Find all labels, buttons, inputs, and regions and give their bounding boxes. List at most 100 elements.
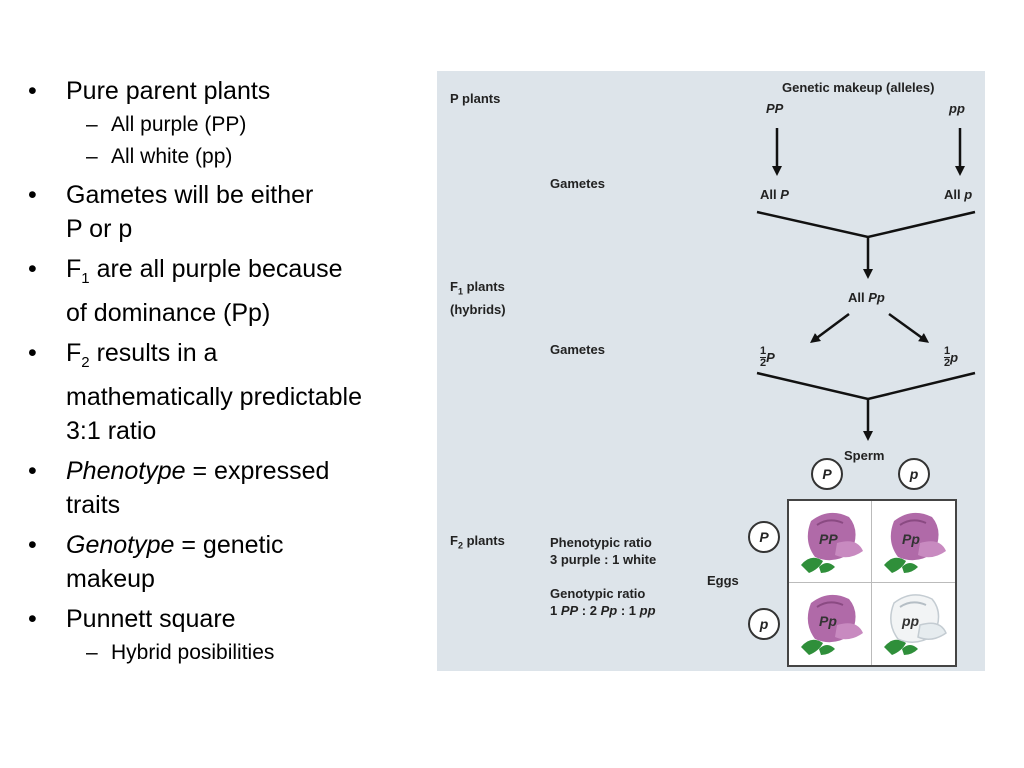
bullet-dot: •	[28, 181, 37, 209]
label-f1-plants: F1 plants (hybrids)	[450, 278, 506, 318]
bullet-text: P or p	[66, 215, 133, 243]
genotype-label: Pp	[819, 613, 837, 629]
bullet-dot: •	[28, 605, 37, 633]
numerator: 1	[760, 345, 767, 357]
purple-flower-icon	[801, 594, 863, 655]
punnett-cell-Pp-bottom: Pp	[789, 583, 871, 664]
bullet-text: traits	[66, 491, 121, 519]
subscript: 2	[457, 540, 463, 551]
punnett-cell-Pp-top: Pp	[872, 501, 954, 582]
merge-lines-p	[756, 210, 976, 239]
denominator: 2	[944, 357, 951, 369]
grid-divider-vertical	[871, 501, 872, 665]
allele: Pp	[600, 603, 618, 618]
diagram-arrows	[756, 128, 976, 441]
bullet-text: of dominance (Pp)	[66, 299, 271, 327]
purple-flower-icon	[884, 512, 946, 573]
subscript: 1	[457, 286, 463, 297]
bullet-phenotype: • Phenotype = expressed traits	[28, 454, 418, 522]
allele: Pp	[868, 290, 885, 305]
text: plants	[462, 533, 505, 548]
header-genetic-makeup: Genetic makeup (alleles)	[782, 80, 935, 95]
text: All	[944, 187, 965, 202]
label-f2-plants: F2 plants	[450, 533, 505, 551]
purple-flower-icon	[801, 512, 863, 573]
bullet-dot: •	[28, 457, 37, 485]
bullet-list: •Pure parent plants –All purple (PP) –Al…	[28, 74, 418, 668]
white-flower-icon	[884, 594, 947, 655]
punnett-cell-pp: pp	[872, 583, 954, 664]
allele: p	[964, 187, 973, 202]
text: : 2	[578, 603, 601, 618]
genotype-label: pp	[902, 613, 920, 629]
gamete-all-P: All P	[760, 187, 789, 202]
sub-bullet-text: All white (pp)	[111, 145, 233, 168]
allele-pp-left: PP	[766, 101, 784, 116]
denominator: 2	[760, 357, 767, 369]
bullet-text: 3:1 ratio	[66, 417, 157, 445]
subscript: 2	[81, 354, 90, 371]
bullet-text: = expressed	[185, 457, 330, 485]
term: Phenotype	[66, 457, 186, 485]
text: plants	[462, 279, 505, 294]
egg-P-circle: P	[748, 521, 780, 553]
sub-bullet-text: Hybrid posibilities	[111, 641, 275, 664]
bullet-text: F	[66, 339, 82, 367]
bullet-text: Punnett square	[66, 605, 236, 633]
allele-pp-right: pp	[949, 101, 965, 116]
text: All	[848, 290, 869, 305]
dash: –	[86, 113, 98, 136]
allele: P	[780, 187, 789, 202]
text: 3 purple : 1 white	[550, 552, 657, 567]
text: F	[450, 279, 458, 294]
text: All	[760, 187, 781, 202]
bullet-punnett: • Punnett square	[28, 602, 418, 636]
genotype-label: PP	[819, 531, 838, 547]
text: Genotypic ratio	[550, 586, 646, 601]
dash: –	[86, 145, 98, 168]
punnett-cell-PP: PP	[789, 501, 871, 582]
phenotypic-ratio: Phenotypic ratio 3 purple : 1 white	[550, 534, 656, 568]
sperm-P-circle: P	[811, 458, 843, 490]
dash: –	[86, 641, 98, 664]
genotype-label: Pp	[902, 531, 920, 547]
bullet-pure-parents: •Pure parent plants	[28, 74, 418, 108]
allele: P	[766, 350, 775, 365]
bullet-text: F	[66, 255, 82, 283]
egg-p-circle: p	[748, 608, 780, 640]
bullet-text: are all purple because	[89, 255, 343, 283]
arrow-f1-right	[888, 312, 930, 343]
arrow-f1-left	[809, 312, 850, 343]
text: Phenotypic ratio	[550, 535, 652, 550]
sub-bullet-all-purple: –All purple (PP)	[28, 110, 418, 140]
text: (hybrids)	[450, 301, 506, 317]
bullet-f1: • F1 are all purple because of dominance (…	[28, 252, 418, 330]
genetics-diagram: Genetic makeup (alleles) P plants PP pp …	[437, 71, 985, 671]
subscript: 1	[81, 270, 90, 287]
merge-lines-f1	[756, 371, 976, 401]
grid-divider-horizontal	[789, 582, 955, 583]
text: 1	[550, 603, 561, 618]
bullet-dot: •	[28, 255, 37, 283]
bullet-text: = genetic	[174, 531, 284, 559]
allele: PP	[560, 603, 579, 618]
label-p-plants: P plants	[450, 91, 501, 106]
allele: p	[950, 350, 959, 365]
gamete-all-p: All p	[944, 187, 972, 202]
punnett-square: PP Pp Pp	[787, 499, 957, 667]
label-gametes-1: Gametes	[550, 176, 605, 191]
term: Genotype	[66, 531, 175, 559]
label-sperm: Sperm	[844, 448, 885, 463]
bullet-dot: •	[28, 339, 37, 367]
bullet-dot: •	[28, 531, 37, 559]
label-eggs: Eggs	[707, 573, 739, 588]
bullet-text: results in a	[89, 339, 218, 367]
bullet-text: Pure parent plants	[66, 77, 271, 105]
